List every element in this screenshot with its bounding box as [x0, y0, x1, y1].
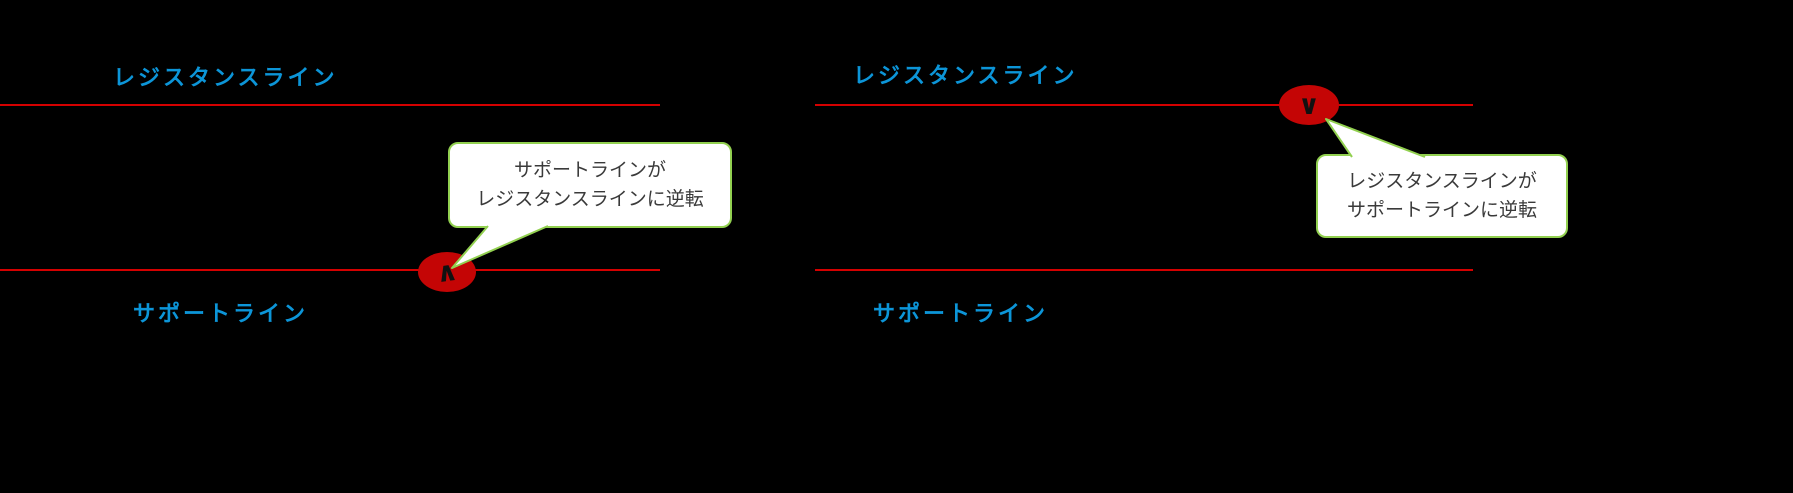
resistance-line-label-left: レジスタンスライン — [113, 66, 338, 91]
callout-left-line1: サポートラインが — [513, 158, 666, 181]
bounce-up-glyph: ∧ — [433, 255, 461, 289]
resistance-line-right — [815, 104, 1473, 106]
callout-left: サポートラインが レジスタンスラインに逆転 — [448, 142, 732, 228]
support-line-left — [0, 269, 660, 271]
support-line-label-right: サポートライン — [873, 302, 1049, 327]
drop-down-glyph: ∨ — [1298, 89, 1320, 121]
callout-right: レジスタンスラインが サポートラインに逆転 — [1316, 154, 1568, 238]
reversal-drop-marker-right: ∨ — [1279, 85, 1339, 125]
callout-right-tail — [1325, 118, 1426, 158]
reversal-bounce-marker-left: ∧ — [418, 252, 476, 292]
resistance-line-label-right: レジスタンスライン — [853, 64, 1078, 89]
support-line-right — [815, 269, 1473, 271]
callout-right-line2: サポートラインに逆転 — [1346, 199, 1537, 221]
callout-left-line2: レジスタンスラインに逆転 — [476, 188, 704, 210]
callout-right-line1: レジスタンスラインが — [1347, 169, 1537, 192]
resistance-line-left — [0, 104, 660, 106]
support-line-label-left: サポートライン — [133, 302, 309, 327]
